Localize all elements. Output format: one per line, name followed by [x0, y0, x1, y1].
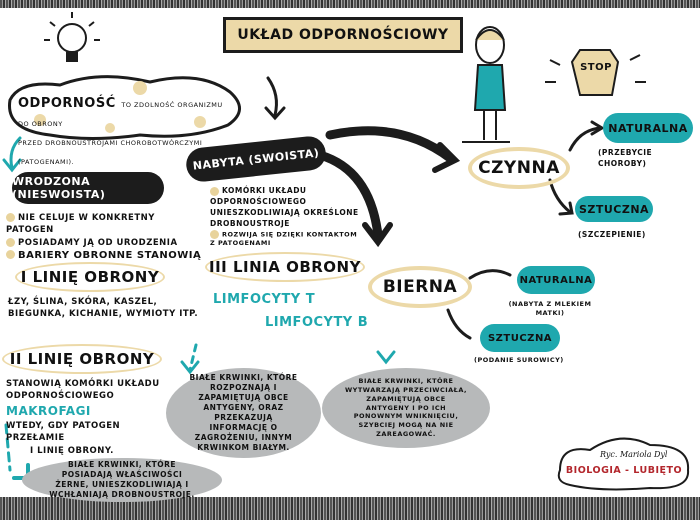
stop-sign-text: STOP	[580, 62, 612, 73]
brand-logo: BIOLOGIA - LUBIĘTO	[565, 465, 683, 476]
lightbulb-icon	[44, 12, 100, 62]
top-texture	[0, 0, 700, 8]
arrow-makrofagi	[4, 423, 12, 472]
second-line-text2: ODPORNOŚCIOWEGO	[6, 391, 115, 402]
definition: ODPORNOŚĆ TO ZDOLNOŚĆ ORGANIZMU DO OBRON…	[18, 92, 233, 168]
arrow-czynna-sztuczna	[548, 178, 572, 214]
passive-artificial: SZTUCZNA	[480, 324, 560, 352]
first-line-text1: ŁZY, ŚLINA, SKÓRA, KASZEL,	[8, 297, 158, 307]
arrow-to-bierna	[315, 150, 383, 240]
stick-figure	[462, 26, 510, 143]
first-line-heading: I LINIĘ OBRONY	[15, 262, 165, 292]
brand-cloud	[557, 437, 690, 491]
acquired-bullet: KOMÓRKI UKŁADU ODPORNOŚCIOWEGO UNIESZKOD…	[210, 186, 359, 228]
limfocyty-t-bubble: BIAŁE KRWINKI, KTÓRE ROZPOZNAJĄ I ZAPAMI…	[166, 368, 321, 458]
active-artificial: SZTUCZNA	[575, 196, 653, 222]
second-line-text1: STANOWIĄ KOMÓRKI UKŁADU	[6, 379, 160, 389]
active-artificial-note: (SZCZEPIENIE)	[578, 230, 646, 239]
acquired-bullet: ROZWIJA SIĘ DZIĘKI KONTAKTOM Z PATOGENAM…	[210, 229, 358, 248]
second-line-when1: WTEDY, GDY PATOGEN PRZEŁAMIE	[6, 421, 121, 444]
arrow-to-wrodzona	[9, 136, 22, 170]
innate-bullet: NIE CELUJE W KONKRETNY PATOGEN	[6, 213, 155, 236]
innate-bullet: BARIERY OBRONNE STANOWIĄ	[6, 249, 206, 264]
active-natural: NATURALNA	[603, 113, 693, 143]
stop-sign-icon	[545, 49, 646, 96]
definition-line2: PRZED DROBNOUSTROJAMI CHOROBOTWÓRCZYMI (…	[18, 139, 203, 166]
acquired-bullets: KOMÓRKI UKŁADU ODPORNOŚCIOWEGO UNIESZKOD…	[210, 186, 360, 249]
definition-cloud	[8, 75, 241, 140]
passive-artificial-note: (PODANIE SUROWICY)	[474, 356, 564, 364]
signature: Ryс. Mariola Dyl	[600, 450, 668, 459]
limfocyty-b-bubble: BIAŁE KRWINKI, KTÓRE WYTWARZAJĄ PRZECIWC…	[322, 368, 490, 448]
definition-line1: TO ZDOLNOŚĆ ORGANIZMU DO OBRONY	[18, 101, 223, 128]
makrofagi-label: MAKROFAGI	[6, 403, 91, 418]
title-banner: UKŁAD ODPORNOŚCIOWY	[223, 17, 463, 53]
second-line-when2: I LINIĘ OBRONY.	[30, 445, 114, 456]
definition-term: ODPORNOŚĆ	[18, 96, 116, 111]
arrow-limfocyty-t	[188, 343, 198, 372]
arrow-bierna-sztuczna	[446, 308, 472, 340]
arrow-to-nabyta	[266, 76, 278, 117]
arrow-czynna-naturalna	[568, 126, 602, 152]
first-line-text2: BIEGUNKA, KICHANIE, WYMIOTY ITP.	[8, 309, 199, 320]
third-line-heading: III LINIA OBRONY	[205, 252, 365, 282]
first-line-text: ŁZY, ŚLINA, SKÓRA, KASZEL, BIEGUNKA, KIC…	[8, 296, 203, 321]
passive-natural-note: (NABYTA Z MLEKIEM MATKI)	[508, 300, 592, 318]
passive-natural: NATURALNA	[517, 266, 595, 294]
makrofagi-bubble: BIAŁE KRWINKI, KTÓRE POSIADAJĄ WŁAŚCIWOŚ…	[22, 458, 222, 502]
second-line-heading: II LINIĘ OBRONY	[2, 344, 162, 374]
arrow-bierna-naturalna	[468, 269, 512, 280]
bottom-texture	[0, 497, 700, 520]
innate-bullets: NIE CELUJE W KONKRETNY PATOGEN POSIADAMY…	[6, 212, 206, 263]
passive-node: BIERNA	[368, 266, 472, 308]
limfocyty-t-label: LIMFOCYTY T	[213, 292, 316, 307]
active-natural-note: (PRZEBYCIE CHOROBY)	[598, 148, 653, 168]
arrow-to-czynna	[325, 126, 455, 163]
limfocyty-b-label: LIMFOCYTY B	[265, 315, 369, 330]
innate-bullet: POSIADAMY JĄ OD URODZENIA	[6, 237, 206, 249]
active-node: CZYNNA	[468, 147, 570, 189]
second-line-text: STANOWIĄ KOMÓRKI UKŁADU ODPORNOŚCIOWEGO …	[6, 378, 181, 457]
innate-label: WRODZONA (NIESWOISTA)	[12, 172, 164, 204]
